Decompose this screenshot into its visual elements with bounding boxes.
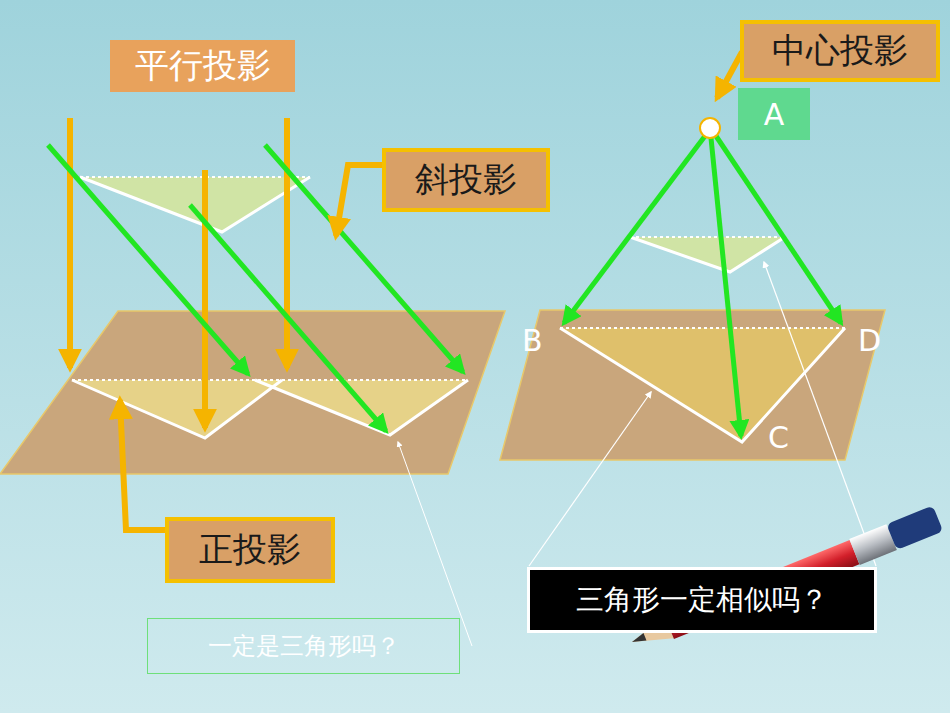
dashed-edge	[72, 379, 468, 381]
point-label: C	[768, 420, 789, 455]
triangle-edge	[255, 380, 468, 435]
box-text: 平行投影	[135, 43, 271, 89]
point-label-box: A	[738, 88, 810, 140]
central-rays	[564, 136, 841, 436]
parallel-rays	[70, 118, 287, 428]
dashed-edge	[560, 327, 845, 329]
box-text: 斜投影	[415, 157, 517, 203]
leader-line	[529, 392, 651, 566]
dashed-edge	[80, 176, 310, 178]
triangle-edge	[72, 380, 282, 438]
central-image	[560, 328, 845, 442]
box-text: 正投影	[199, 527, 301, 573]
projection-center	[700, 118, 720, 138]
callout-box: 斜投影	[382, 148, 550, 212]
callout-box: 正投影	[165, 517, 335, 583]
leader-line	[764, 262, 876, 566]
title-box: 中心投影	[740, 20, 940, 82]
triangle-edge	[630, 237, 785, 272]
projection-plane	[500, 310, 885, 460]
box-text: 中心投影	[772, 28, 908, 74]
dashed-edge	[630, 236, 785, 238]
point-label: D	[858, 323, 881, 358]
object-triangle	[630, 237, 785, 272]
callout-arrow	[120, 400, 165, 530]
question-box: 一定是三角形吗？	[147, 618, 460, 674]
question-box: 三角形一定相似吗？	[527, 567, 877, 633]
point-label: B	[522, 323, 543, 358]
leader-line	[398, 442, 472, 646]
callout-arrow	[336, 165, 382, 236]
triangle-edge	[560, 328, 845, 442]
orthographic-image	[72, 380, 282, 438]
box-text: 一定是三角形吗？	[208, 630, 400, 662]
box-text: A	[764, 97, 785, 132]
box-text: 三角形一定相似吗？	[576, 581, 828, 619]
oblique-image	[255, 380, 468, 435]
title-box: 平行投影	[110, 40, 295, 92]
